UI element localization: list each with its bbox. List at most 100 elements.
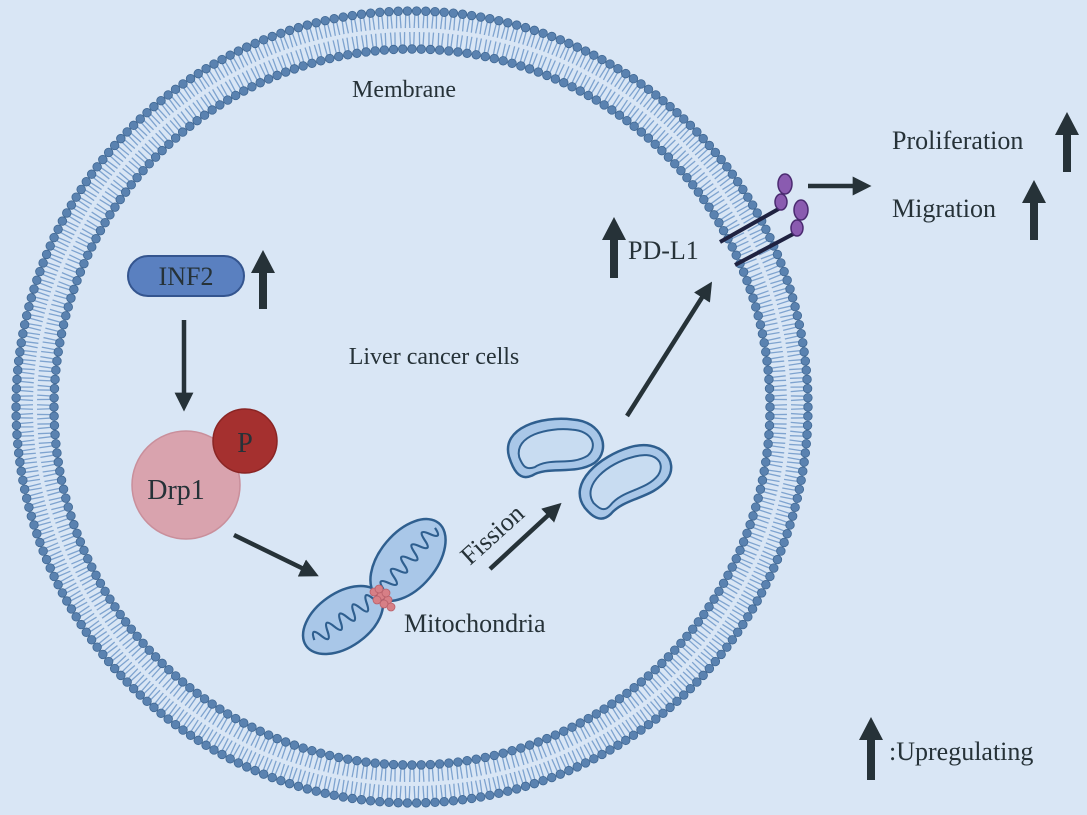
lipid-head xyxy=(49,402,59,412)
lipid-head xyxy=(293,22,304,33)
lipid-head xyxy=(11,393,21,403)
lipid-head xyxy=(178,79,188,89)
lipid-head xyxy=(170,671,181,681)
lipid-head xyxy=(83,554,93,564)
lipid-head xyxy=(800,448,811,458)
fragmented-mitochondrion-icon xyxy=(578,443,673,520)
lipid-head xyxy=(388,44,399,55)
lipid-head xyxy=(748,511,758,521)
lipid-head xyxy=(597,749,607,760)
lipid-head xyxy=(757,329,768,339)
inf2-node: INF2 xyxy=(127,255,245,297)
lipid-head xyxy=(776,546,786,556)
lipid-head xyxy=(272,70,282,81)
lipid-head xyxy=(466,10,477,21)
lipid-head xyxy=(685,120,696,131)
lipid-head xyxy=(379,759,390,769)
lipid-head xyxy=(735,545,745,556)
lipid-head xyxy=(247,82,257,92)
lipid-head xyxy=(583,713,594,724)
lipid-head xyxy=(293,781,304,792)
up-arrow-icon xyxy=(251,250,275,309)
up-arrow-icon xyxy=(1055,112,1079,172)
lipid-head xyxy=(411,798,422,808)
lipid-head xyxy=(163,90,173,100)
arrow-icon xyxy=(233,532,319,577)
lipid-head xyxy=(388,759,399,770)
lipid-head xyxy=(613,740,623,750)
lipid-head xyxy=(753,493,763,503)
lipid-head xyxy=(704,140,715,151)
lipid-head xyxy=(622,115,632,126)
lipid-head xyxy=(29,284,39,294)
lipid-head xyxy=(507,746,517,756)
lipid-head xyxy=(802,429,812,440)
lipid-head xyxy=(109,663,120,674)
lipid-head xyxy=(361,757,371,767)
lipid-head xyxy=(657,658,667,669)
lipid-head xyxy=(411,6,422,16)
lipid-head xyxy=(66,293,76,303)
lipid-head xyxy=(572,42,582,52)
lipid-head xyxy=(802,420,813,431)
lipid-head xyxy=(289,64,300,74)
lipid-head xyxy=(307,58,317,68)
lipid-head xyxy=(802,383,813,394)
lipid-head xyxy=(765,402,775,412)
lipid-head xyxy=(338,792,348,802)
lipid-head xyxy=(764,383,775,394)
lipid-head xyxy=(63,302,73,312)
lipid-head xyxy=(26,511,37,521)
lipid-head xyxy=(81,177,91,187)
lipid-head xyxy=(138,638,148,649)
lipid-head xyxy=(727,635,738,645)
lipid-head xyxy=(79,545,89,556)
lipid-head xyxy=(755,484,766,494)
lipid-head xyxy=(425,759,436,770)
lipid-head xyxy=(320,15,330,26)
lipid-head xyxy=(785,284,795,294)
lipid-head xyxy=(457,9,468,19)
lipid-head xyxy=(72,528,82,538)
lipid-head xyxy=(665,101,675,112)
lipid-head xyxy=(87,562,97,572)
lipid-head xyxy=(55,466,65,476)
lipid-head xyxy=(13,365,23,375)
lipid-head xyxy=(718,225,729,236)
lipid-head xyxy=(657,145,667,156)
lipid-head xyxy=(643,671,654,681)
lipid-head xyxy=(164,139,174,149)
lipid-head xyxy=(800,356,811,366)
lipid-head xyxy=(516,61,526,71)
lipid-head xyxy=(267,31,277,42)
lipid-head xyxy=(170,133,181,143)
lipid-head xyxy=(185,730,196,740)
lipid-head xyxy=(215,100,225,110)
lipid-head xyxy=(742,528,752,538)
lipid-head xyxy=(550,730,561,740)
lipid-head xyxy=(476,792,486,802)
lipid-head xyxy=(284,25,295,36)
lipid-head xyxy=(685,683,696,694)
lipid-head xyxy=(375,796,385,807)
lipid-head xyxy=(11,383,22,394)
lipid-head xyxy=(49,411,59,421)
lipid-head xyxy=(753,311,763,321)
lipid-head xyxy=(733,177,743,187)
lipid-head xyxy=(100,218,110,228)
lipid-head xyxy=(38,258,48,268)
lipid-head xyxy=(759,466,769,476)
lipid-head xyxy=(614,110,625,120)
lipid-head xyxy=(709,594,719,604)
lipid-head xyxy=(230,713,241,724)
lipid-head xyxy=(782,275,792,285)
lipid-head xyxy=(135,114,145,124)
lipid-head xyxy=(787,511,798,521)
lipid-head xyxy=(710,147,721,158)
lipid-head xyxy=(334,51,344,62)
lipid-head xyxy=(567,82,577,92)
inf2-pill xyxy=(127,255,245,297)
lipid-head xyxy=(520,781,531,792)
lipid-head xyxy=(298,61,308,71)
